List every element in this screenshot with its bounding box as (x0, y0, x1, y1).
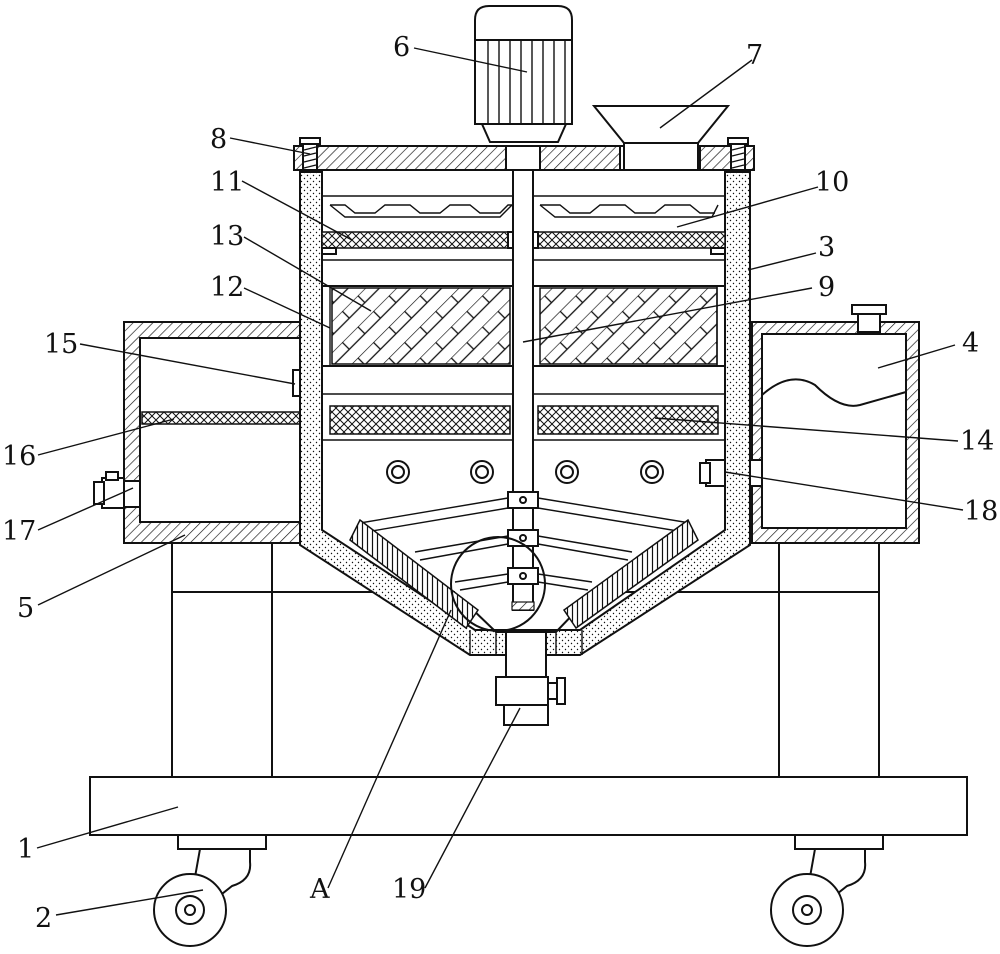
label-7: 7 (746, 40, 763, 71)
label-2: 2 (35, 903, 52, 934)
stirring-shaft (507, 169, 539, 611)
caster-wheel-left (153, 834, 267, 947)
label-16: 16 (2, 441, 36, 472)
label-14: 14 (960, 426, 994, 457)
feed-hopper (591, 105, 731, 171)
label-10: 10 (815, 167, 849, 198)
scraper-brush-right (562, 518, 699, 630)
label-11: 11 (210, 167, 244, 198)
label-17: 17 (2, 516, 36, 547)
label-3: 3 (818, 232, 835, 263)
spray-nozzles (386, 460, 664, 484)
motor (474, 5, 573, 143)
label-8: 8 (210, 124, 227, 155)
vessel-wall (299, 171, 751, 656)
scraper-brush-left (349, 518, 480, 630)
label-4: 4 (962, 328, 979, 359)
label-19: 19 (392, 874, 426, 905)
label-1: 1 (17, 834, 34, 865)
lower-filter-screen (322, 393, 725, 441)
reference-labels: 1 2 3 4 5 6 7 8 9 10 11 12 13 14 15 16 1… (2, 32, 998, 934)
label-13: 13 (210, 221, 244, 252)
label-15: 15 (44, 329, 78, 360)
discharge-valve (495, 631, 566, 726)
right-side-tank (699, 304, 920, 544)
label-12: 12 (210, 272, 244, 303)
leader-lines (36, 47, 964, 916)
label-a: A (309, 874, 330, 905)
label-6: 6 (393, 32, 410, 63)
top-scraper (329, 204, 719, 218)
detail-circle-a (450, 536, 546, 632)
left-side-box (93, 321, 322, 544)
label-5: 5 (17, 593, 34, 624)
caster-wheel-right (770, 834, 884, 947)
label-9: 9 (818, 272, 835, 303)
label-18: 18 (964, 496, 998, 527)
